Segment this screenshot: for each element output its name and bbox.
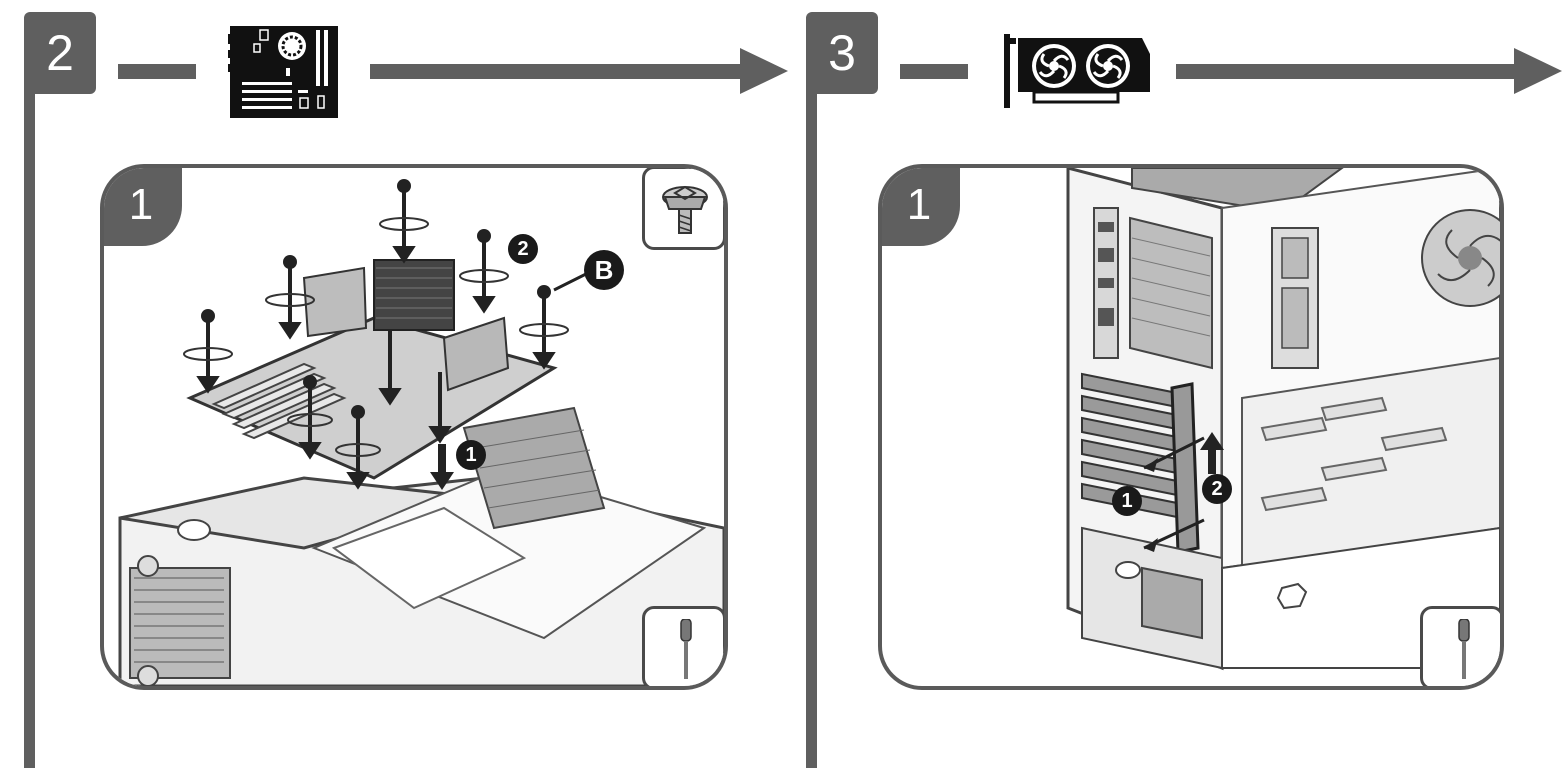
panel-number-tab: 1 bbox=[882, 168, 960, 246]
panel-number-tab: 1 bbox=[104, 168, 182, 246]
graphics-card-icon bbox=[1004, 32, 1152, 116]
flow-arrow bbox=[1176, 48, 1564, 94]
screw-icon bbox=[659, 181, 711, 237]
callout-label: B bbox=[594, 254, 614, 285]
instruction-panel: 1 bbox=[100, 164, 728, 690]
connector-dash bbox=[118, 64, 196, 79]
callout-step-1: 1 bbox=[1112, 486, 1142, 516]
step-vertical-rule bbox=[24, 90, 35, 768]
step-number-tab: 2 bbox=[24, 12, 96, 94]
flow-arrow bbox=[370, 48, 790, 94]
callout-part-b: B bbox=[584, 250, 624, 290]
callout-label: 1 bbox=[465, 443, 477, 466]
screwdriver-icon bbox=[679, 619, 693, 681]
callout-step-2: 2 bbox=[1202, 474, 1232, 504]
instruction-panel: 1 bbox=[878, 164, 1504, 690]
tool-box bbox=[642, 606, 724, 686]
tool-box bbox=[1420, 606, 1500, 686]
expansion-slot-illustration bbox=[882, 168, 1500, 686]
step-number: 3 bbox=[828, 25, 856, 81]
step-vertical-rule bbox=[806, 90, 817, 768]
connector-dash bbox=[900, 64, 968, 79]
screwdriver-icon bbox=[1457, 619, 1471, 681]
fastener-box bbox=[642, 168, 724, 250]
panel-number: 1 bbox=[906, 180, 932, 229]
callout-step-2: 2 bbox=[508, 234, 538, 264]
callout-step-1: 1 bbox=[456, 440, 486, 470]
step-number: 2 bbox=[46, 25, 74, 81]
callout-label: 2 bbox=[1211, 477, 1223, 500]
step-number-tab: 3 bbox=[806, 12, 878, 94]
callout-label: 2 bbox=[517, 237, 529, 260]
panel-number: 1 bbox=[128, 180, 154, 229]
callout-label: 1 bbox=[1121, 489, 1133, 512]
motherboard-icon bbox=[228, 24, 340, 120]
motherboard-install-illustration bbox=[104, 168, 724, 686]
